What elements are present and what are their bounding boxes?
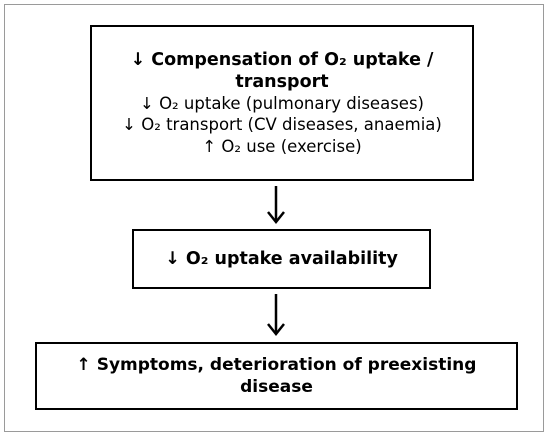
compensation-title-line2: transport: [235, 71, 329, 92]
availability-text: ↓ O₂ uptake availability: [165, 249, 398, 269]
symptoms-line2: disease: [240, 377, 313, 397]
compensation-title-line1: ↓ Compensation of O₂ uptake /: [130, 49, 434, 70]
o2-use-item: ↑ O₂ use (exercise): [202, 136, 362, 156]
compensation-box: ↓ Compensation of O₂ uptake / transport …: [90, 25, 474, 181]
availability-box: ↓ O₂ uptake availability: [132, 229, 431, 289]
arrow-down-icon: [267, 186, 285, 225]
o2-uptake-item: ↓ O₂ uptake (pulmonary diseases): [140, 93, 424, 113]
figure-frame: [4, 4, 544, 432]
o2-transport-item: ↓ O₂ transport (CV diseases, anaemia): [122, 115, 442, 135]
symptoms-box: ↑ Symptoms, deterioration of preexisting…: [35, 342, 518, 410]
arrow-down-icon: [267, 294, 285, 337]
symptoms-line1: ↑ Symptoms, deterioration of preexisting: [76, 355, 477, 375]
